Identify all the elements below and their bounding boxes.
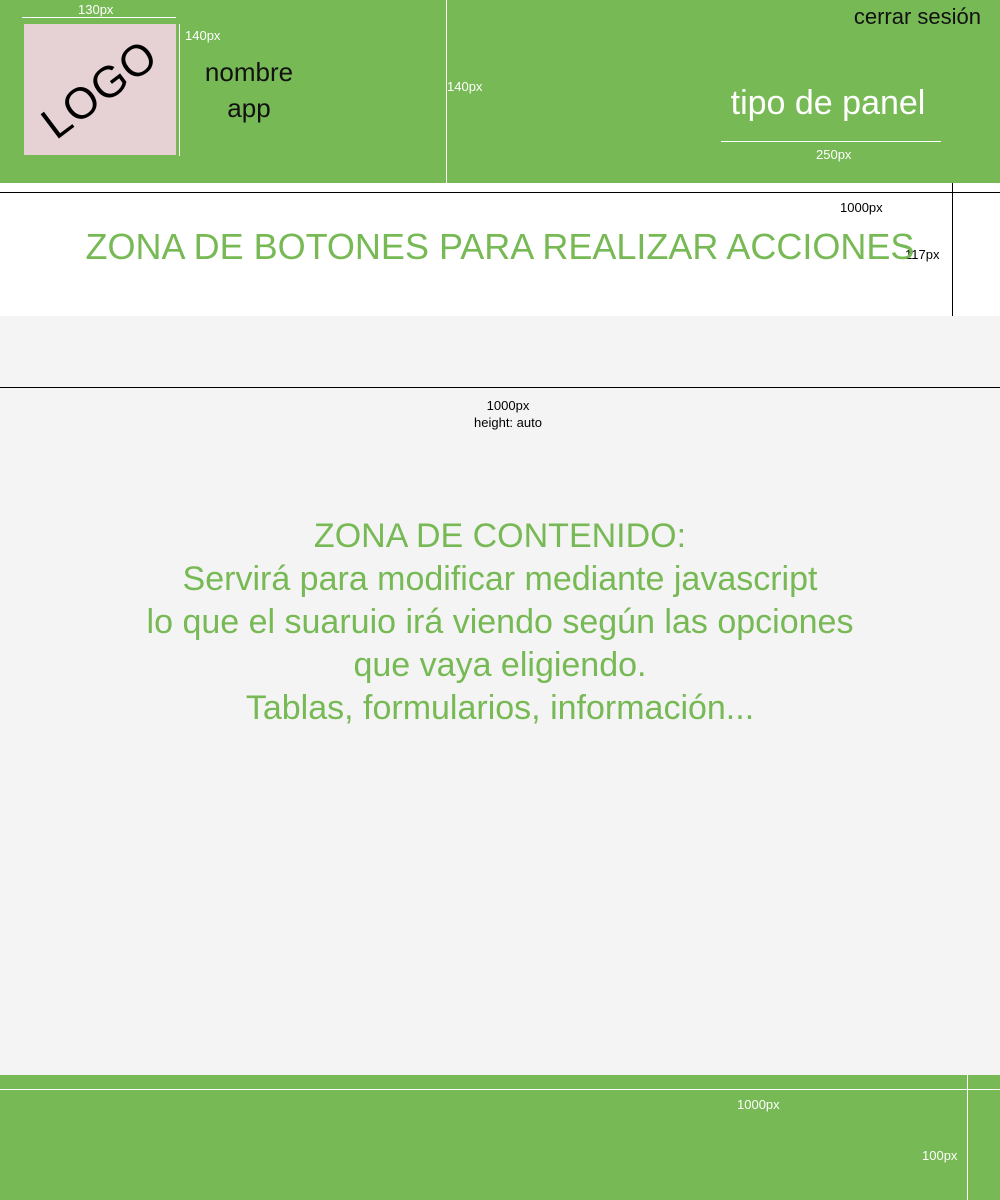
- content-line: que vaya eligiendo.: [353, 646, 647, 684]
- logo-height-guide: [179, 24, 180, 156]
- footer-width-guide: [0, 1089, 1000, 1090]
- actions-width-guide: [0, 192, 1000, 193]
- actions-zone-title: ZONA DE BOTONES PARA REALIZAR ACCIONES: [85, 226, 915, 267]
- footer-height-label: 100px: [922, 1148, 958, 1163]
- logo-text: LOGO: [32, 30, 167, 149]
- footer-width-label: 1000px: [737, 1097, 780, 1112]
- app-name-line2: app: [227, 93, 271, 123]
- app-name-line1: nombre: [204, 57, 294, 87]
- actions-height-guide: [952, 183, 953, 316]
- content-line: Tablas, formularios, información...: [245, 689, 755, 727]
- content-width-guide: [0, 387, 1000, 388]
- content-width-label: 1000px: [486, 398, 530, 413]
- content-line: Servirá para modificar mediante javascri…: [182, 560, 818, 598]
- logo-height-label: 140px: [185, 28, 221, 43]
- panel-width-label: 250px: [816, 147, 852, 162]
- content-height-label: height: auto: [474, 415, 542, 430]
- content-zone-description: ZONA DE CONTENIDO: Servirá para modifica…: [0, 515, 1000, 730]
- actions-width-label: 1000px: [840, 200, 883, 215]
- content-line: ZONA DE CONTENIDO:: [313, 517, 687, 555]
- header-height-guide: [446, 0, 447, 183]
- logo-width-label: 130px: [78, 2, 114, 17]
- actions-height-label: 117px: [905, 247, 940, 262]
- app-name: nombre app: [190, 54, 308, 126]
- header-height-label: 140px: [447, 79, 483, 94]
- logo-width-guide: [22, 17, 176, 18]
- content-line: lo que el suaruio irá viendo según las o…: [146, 603, 854, 641]
- panel-type-title: tipo de panel: [730, 84, 926, 122]
- actions-zone: [0, 183, 1000, 316]
- footer-bar: [0, 1075, 1000, 1200]
- logout-link[interactable]: cerrar sesión: [853, 4, 981, 29]
- panel-width-guide: [721, 141, 941, 142]
- logo-placeholder: LOGO: [24, 24, 176, 155]
- footer-height-guide: [967, 1075, 968, 1200]
